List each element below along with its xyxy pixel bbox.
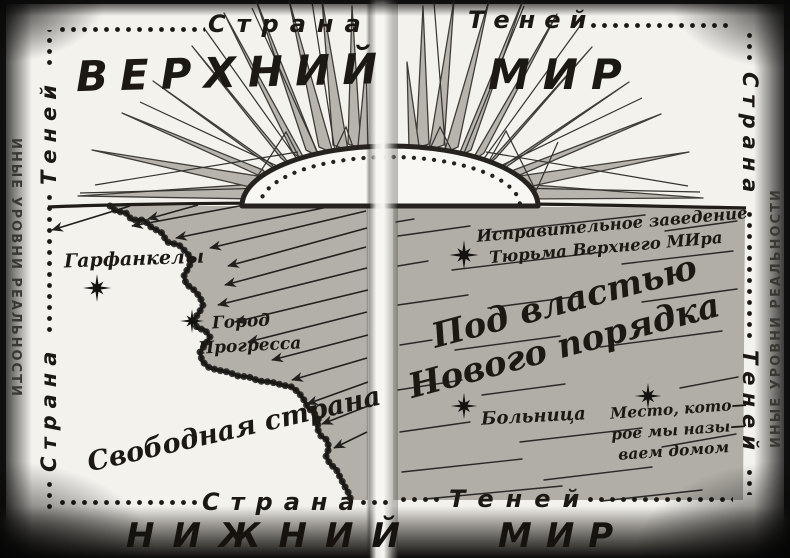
border-word-right-top: Страна [738, 72, 762, 200]
border-word-bottom-left: Страна [202, 488, 366, 516]
dotted-border-segment [57, 27, 205, 32]
dotted-border-segment [588, 23, 734, 28]
dotted-border-segment [46, 30, 52, 68]
title-upper-world-left: ВЕРХНИЙ [75, 43, 390, 102]
border-word-top-right: Теней [468, 6, 596, 34]
title-lower-world-right: МИР [498, 516, 628, 556]
dotted-border-segment [585, 497, 733, 502]
border-word-top-left: Страна [208, 10, 372, 38]
label-city-of-progress-line1: Город [211, 310, 271, 334]
compass-star-icon [83, 274, 111, 302]
side-band-text-right: ИНЫЕ УРОВНИ РЕАЛЬНОСТИ [769, 188, 784, 448]
side-band-text-left: ИНЫЕ УРОВНИ РЕАЛЬНОСТИ [8, 138, 23, 398]
dotted-border-segment [46, 482, 52, 512]
title-lower-world-left: НИЖНИЙ [126, 516, 418, 556]
dotted-border-segment [747, 209, 753, 340]
dotted-border-segment [747, 30, 753, 62]
dotted-border-segment [398, 497, 444, 502]
border-word-left-top: Теней [37, 78, 61, 186]
title-upper-world-right: МИР [488, 50, 635, 99]
dotted-border-segment [57, 500, 197, 505]
left-margin-border: Страна Теней [37, 30, 61, 512]
border-word-left-bottom: Страна [37, 344, 61, 472]
dotted-border-segment [46, 195, 52, 335]
border-word-bottom-right: Теней [449, 485, 592, 513]
dotted-border-segment [747, 467, 753, 495]
